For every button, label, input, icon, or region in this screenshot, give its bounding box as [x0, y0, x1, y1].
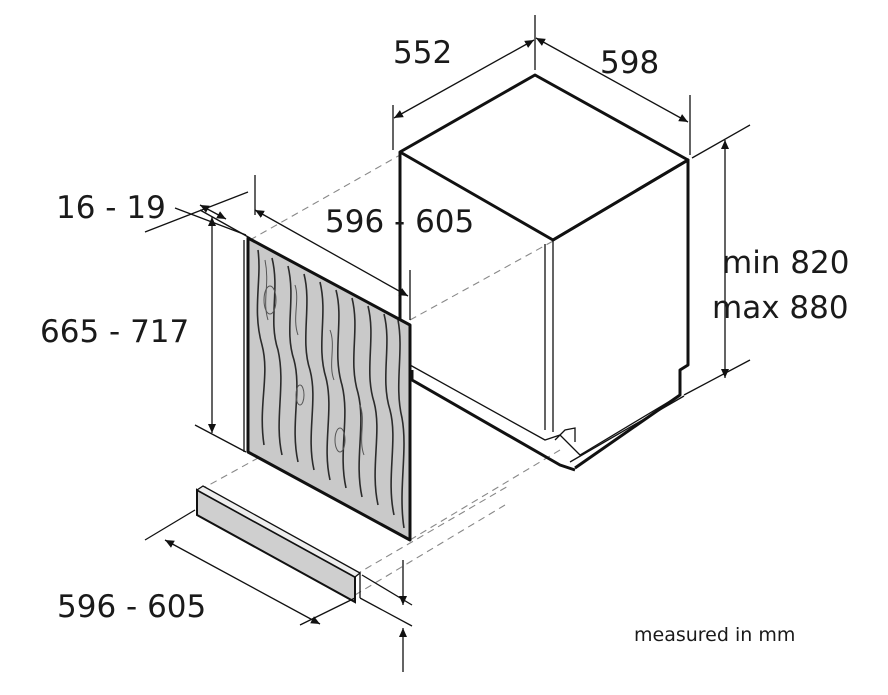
height-max-label: max 880	[712, 290, 849, 326]
panel-thickness-label: 16 - 19	[56, 190, 166, 226]
depth-label: 552	[393, 35, 452, 71]
width-label: 598	[600, 45, 659, 81]
height-min-label: min 820	[722, 245, 849, 281]
wooden-door-panel	[243, 236, 412, 542]
kick-width-label: 596 - 605	[57, 589, 206, 625]
panel-height-label: 665 - 717	[40, 314, 189, 350]
panel-width-label: 596 - 605	[325, 204, 474, 240]
dimension-lines	[144, 15, 751, 672]
units-note: measured in mm	[634, 624, 795, 646]
kick-plate	[195, 485, 362, 604]
dishwasher-cabinet	[398, 73, 690, 472]
